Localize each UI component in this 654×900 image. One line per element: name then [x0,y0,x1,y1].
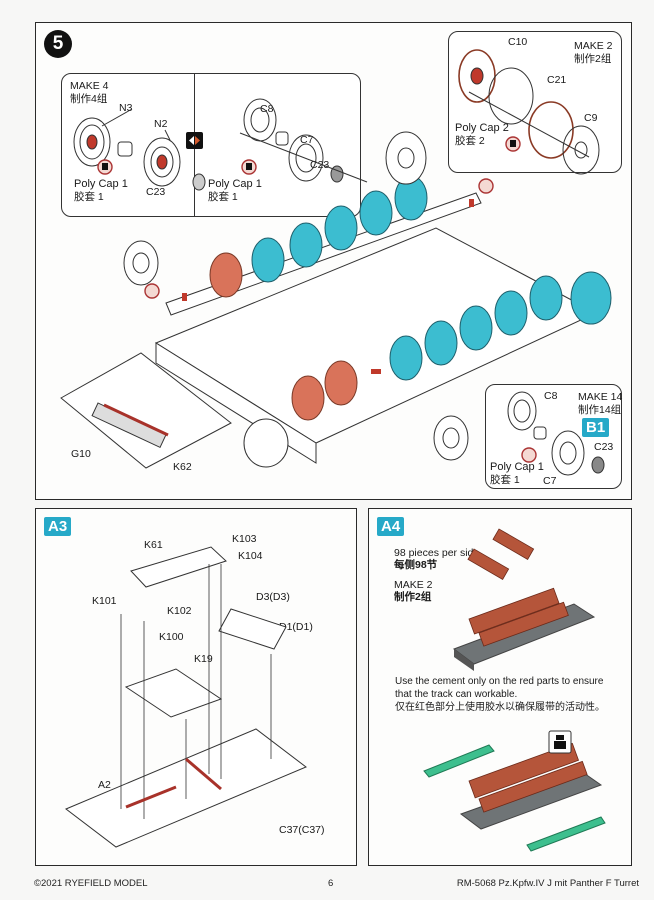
part-label-k19: K19 [194,653,213,665]
wheel-n3 [73,117,111,167]
part-label-k62: K62 [173,461,192,473]
step-number: 5 [44,30,72,58]
polycap-label-cn: 胶套 1 [208,191,238,203]
make-label-cn: 制作14组 [578,404,622,416]
cut-icon [548,730,572,754]
road-wheels-bottom-row [291,271,612,421]
polycap-label: Poly Cap 1 [74,178,128,190]
step-5-panel: 5 MAKE 4 制作4组 N3 N2 C23 Poly Cap 1 胶套 1 … [35,22,632,500]
a3-drawing [65,546,307,848]
hubcap-c23 [192,173,206,191]
a4-panel: A4 98 pieces per side 每侧98节 MAKE 2 制作2组 … [368,508,632,866]
mirror-arrow-icon [186,132,203,149]
cement-note: Use the cement only on the red parts to … [395,676,604,687]
part-label-c7: C7 [543,475,557,487]
part-label-c8: C8 [260,103,274,115]
polycap-label: Poly Cap 2 [455,122,509,134]
part-label-d3: D3(D3) [256,591,290,603]
no-cement-icon [144,178,494,299]
part-label-c37: C37(C37) [279,824,325,836]
roadwheel-drawing [507,391,605,476]
polycap-label-cn: 胶套 1 [74,191,104,203]
road-wheels-top-row [209,175,428,298]
part-label-k103: K103 [232,533,257,545]
sprue-top [423,744,495,778]
pieces-per-side-cn: 每侧98节 [394,559,438,571]
part-label-g10: G10 [71,448,91,460]
footer-copyright: ©2021 RYEFIELD MODEL [34,878,148,889]
polycap-label: Poly Cap 1 [208,178,262,190]
ring-c21 [528,101,574,159]
section-badge-a4: A4 [377,517,405,536]
section-badge-a3: A3 [44,517,72,536]
make-label: MAKE 2 [394,579,433,591]
make-label-cn: 制作4组 [70,93,108,105]
sprue-bottom [526,816,606,852]
part-label-c21: C21 [547,74,567,86]
polycap-label-cn: 胶套 1 [490,474,520,486]
part-label-c23: C23 [594,441,614,453]
part-label-k104: K104 [238,550,263,562]
track-links [467,528,569,647]
cement-mark [86,134,98,150]
part-label-n2: N2 [154,118,168,130]
part-label-c8: C8 [544,390,558,402]
subassembly-idler-callout: MAKE 4 制作4组 N3 N2 C23 Poly Cap 1 胶套 1 C8… [61,73,368,217]
section-badge-b1: B1 [582,418,610,437]
part-label-c10: C10 [508,36,528,48]
make-label: MAKE 2 [574,40,613,52]
part-label-a2: A2 [98,779,111,791]
pieces-per-side: 98 pieces per side [394,547,480,559]
part-label-c9: C9 [584,112,598,124]
no-cement-icon [97,159,257,175]
a4-drawing [423,528,606,852]
cement-mark [182,199,474,374]
sprocket-drawing [458,49,600,175]
subassembly-sprocket-callout: MAKE 2 制作2组 C10 C21 C9 Poly Cap 2 胶套 2 [448,31,622,175]
part-label-c23: C23 [146,186,166,198]
wheel-c7 [288,134,324,182]
make-label: MAKE 14 [578,391,623,403]
polycap-label-cn: 胶套 2 [455,135,485,147]
make-label-cn: 制作2组 [574,53,612,65]
footer-kit-title: RM-5068 Pz.Kpfw.IV J mit Panther F Turre… [456,878,639,889]
cement-note-cn: 仅在红色部分上使用胶水以确保履带的活动性。 [395,702,605,713]
subassembly-roadwheel-callout: MAKE 14 制作14组 B1 C8 C7 C23 Poly Cap 1 胶套… [485,384,622,489]
subassembly-idler-drawing [73,98,368,191]
ring-c21 [488,67,534,125]
page-number: 6 [328,878,334,889]
part-label-k102: K102 [167,605,192,617]
part-label-k101: K101 [92,595,117,607]
part-label-c7: C7 [300,134,314,146]
rear-plate [60,352,232,469]
part-label-k100: K100 [159,631,184,643]
track-k61 [130,546,227,588]
no-cement-icon [521,447,537,463]
part-label-d1: D1(D1) [279,621,313,633]
loose-wheels [123,131,469,468]
make-label: MAKE 4 [70,80,109,92]
polycap [117,141,133,157]
track-links-k62 [91,402,169,449]
a3-panel: A3 K61 K103 K104 K101 K102 D3(D3) D1(D1)… [35,508,357,866]
make-label-cn: 制作2组 [394,591,432,603]
plate-d1 [218,608,287,650]
sprocket [570,271,612,325]
wheel-n2 [143,137,181,187]
polycap-label: Poly Cap 1 [490,461,544,473]
hull-drawing [60,131,612,469]
no-cement-icon [505,136,521,152]
sprocket-c9 [562,125,600,175]
part-label-k61: K61 [144,539,163,551]
cement-note-line2: that the track can workable. [395,689,518,700]
plate-k19 [124,668,223,718]
